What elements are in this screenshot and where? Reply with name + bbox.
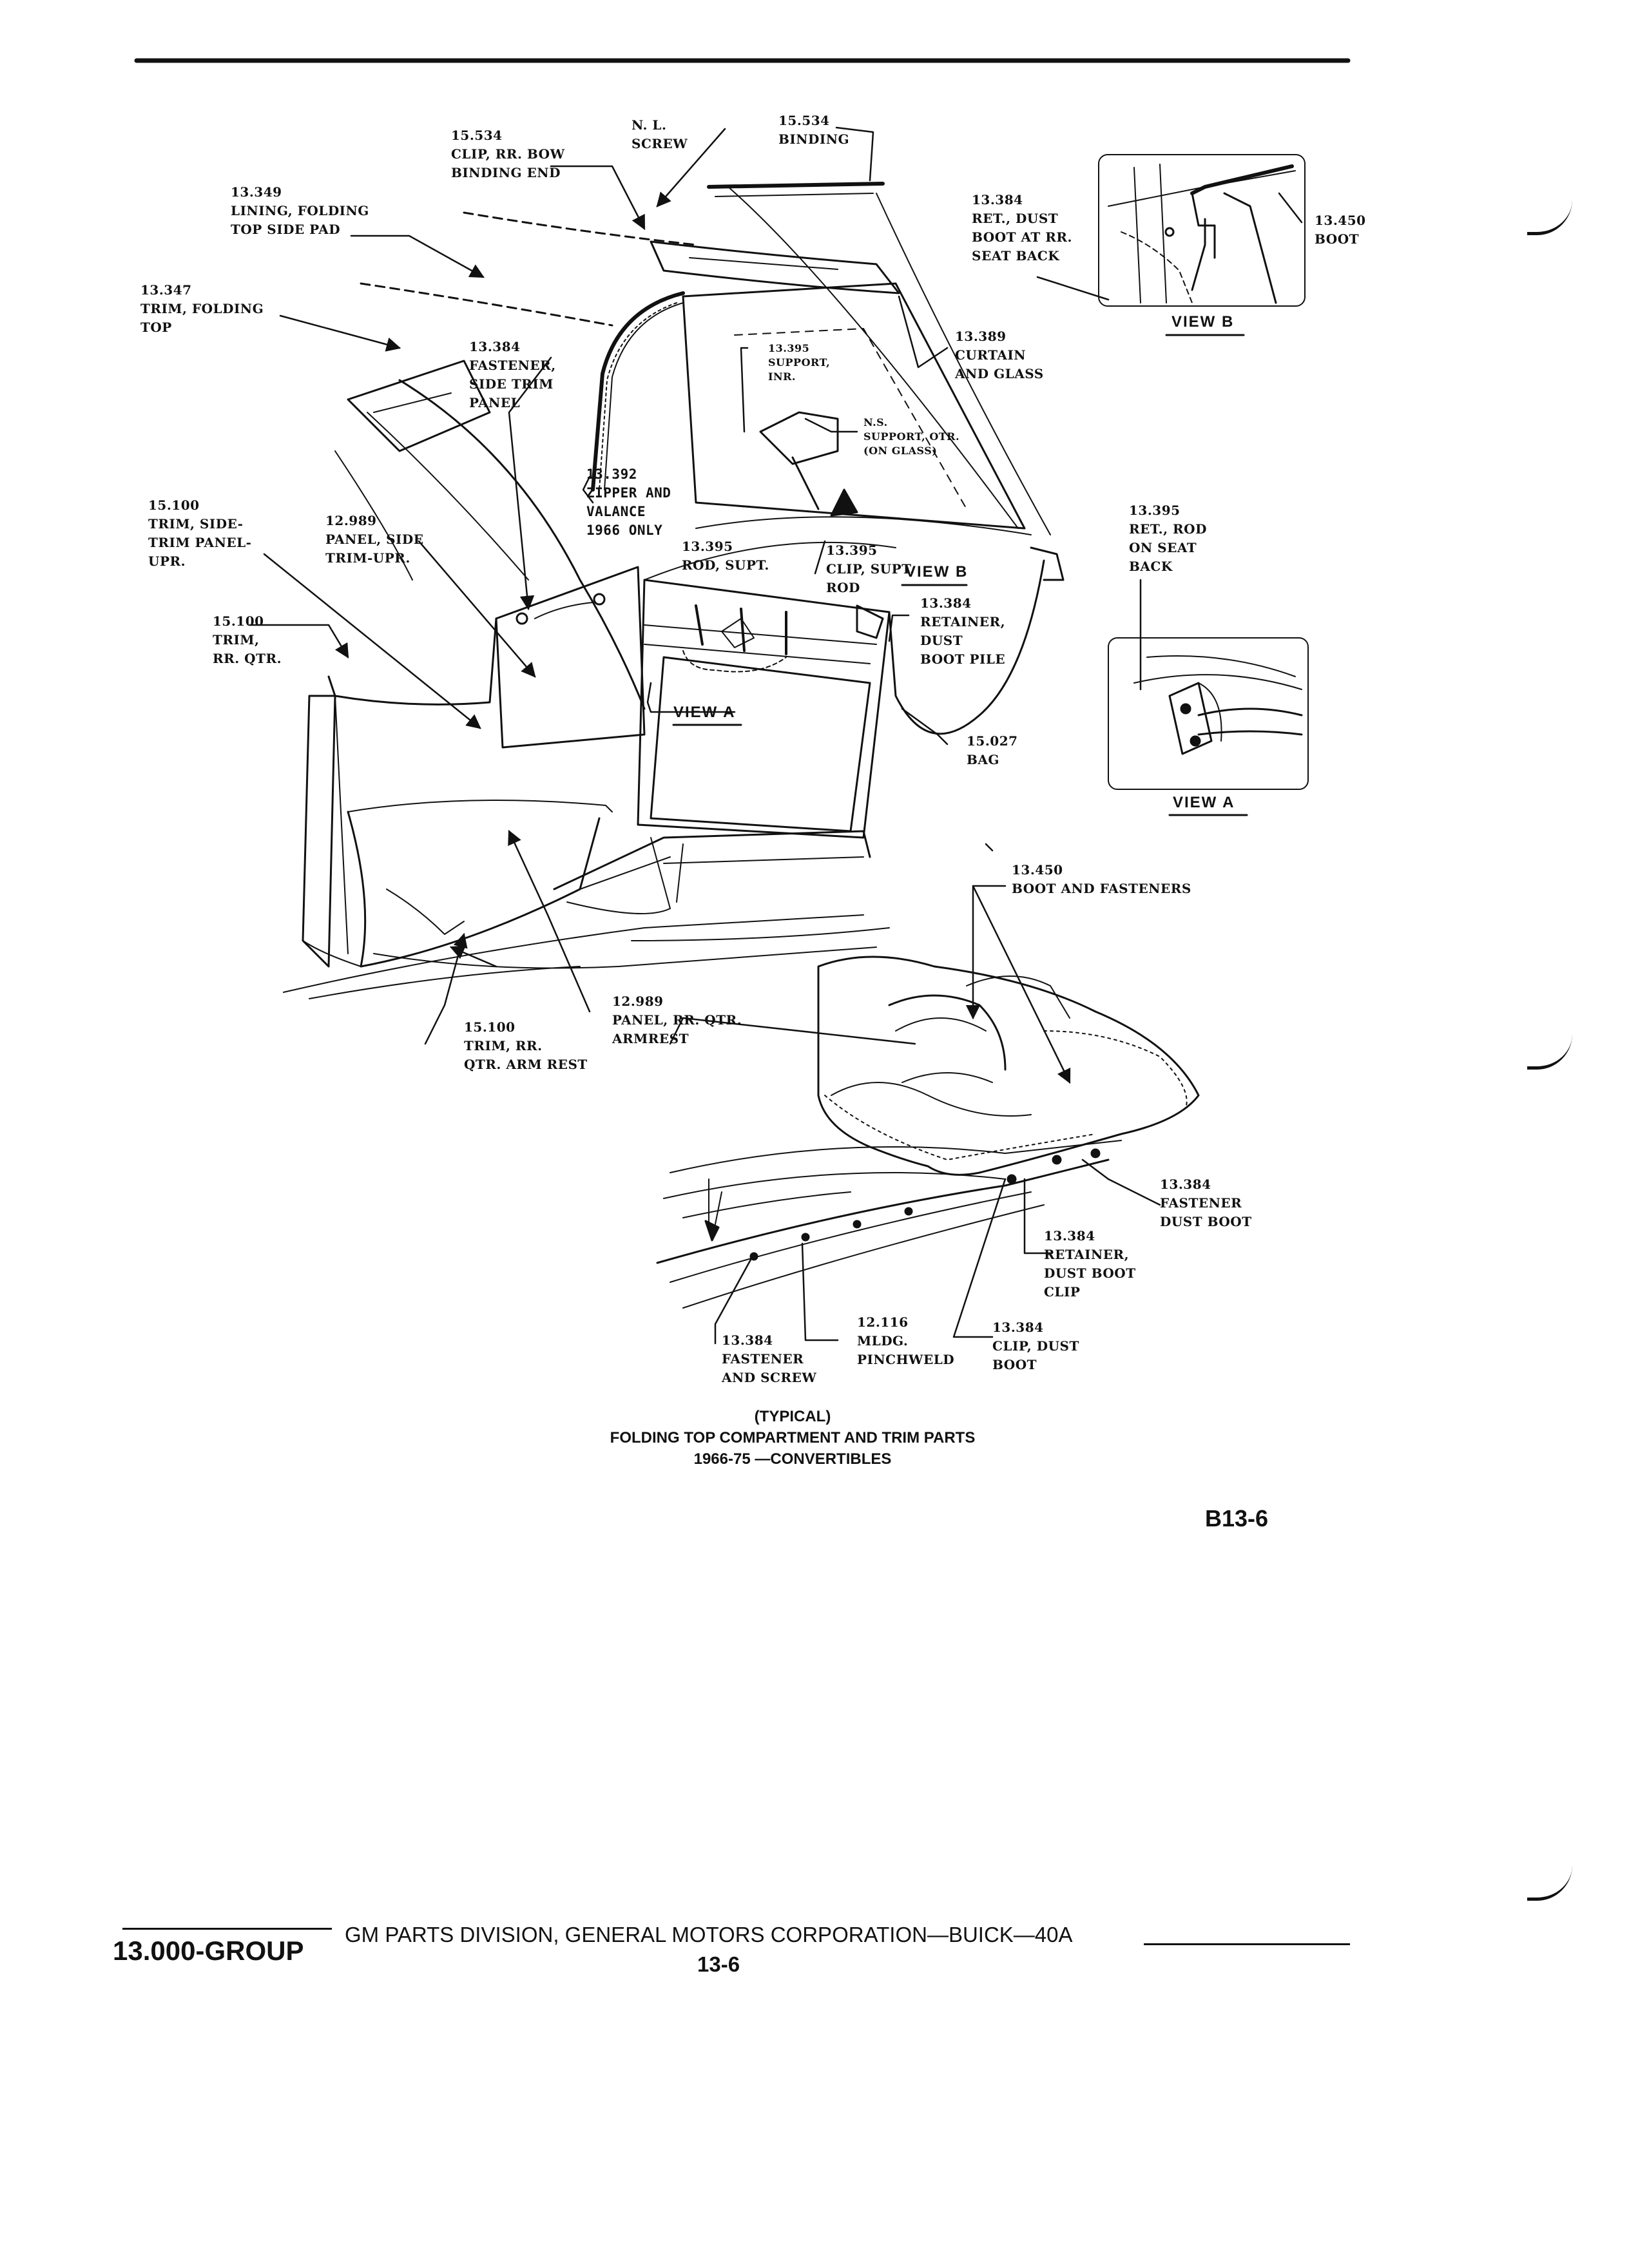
- label-boot-and-fasteners: 13.450 BOOT AND FASTENERS: [1012, 862, 1191, 896]
- top-compartment-drawing: [283, 182, 1065, 999]
- label-trim-rr-qtr-arm: 15.100 TRIM, RR. QTR. ARM REST: [464, 1019, 588, 1072]
- label-boot: 13.450 BOOT: [1315, 213, 1366, 247]
- caption-years: 1966-75 —CONVERTIBLES: [693, 1450, 892, 1468]
- footer-page-number: 13-6: [697, 1952, 740, 1976]
- label-fastener-dust-boot: 13.384 FASTENER DUST BOOT: [1160, 1177, 1252, 1229]
- footer-rule-right: [1144, 1943, 1350, 1945]
- view-b-callout: VIEW B: [905, 563, 969, 581]
- label-panel-side-trim: 12.989 PANEL, SIDE TRIM-UPR.: [325, 513, 424, 566]
- label-curtain-glass: 13.389 CURTAIN AND GLASS: [955, 329, 1044, 381]
- view-a-inset: [1108, 637, 1309, 790]
- label-retainer-dust-pile: 13.384 RETAINER, DUST BOOT PILE: [920, 595, 1006, 667]
- footer-rule-left: [122, 1928, 332, 1930]
- label-clip-dust-boot: 13.384 CLIP, DUST BOOT: [992, 1320, 1079, 1372]
- label-zipper-valance: 13.392 ZIPPER AND VALANCE 1966 ONLY: [586, 466, 671, 538]
- label-nl-screw: N. L. SCREW: [631, 117, 688, 151]
- caption-typical: (TYPICAL): [754, 1408, 831, 1425]
- label-trim-folding-top: 13.347 TRIM, FOLDING TOP: [140, 282, 264, 335]
- label-ret-dust-boot: 13.384 RET., DUST BOOT AT RR. SEAT BACK: [972, 192, 1072, 264]
- label-ret-rod-seat-back: 13.395 RET., ROD ON SEAT BACK: [1129, 503, 1207, 574]
- footer-group: 13.000-GROUP: [113, 1936, 304, 1966]
- view-a-label: VIEW A: [1173, 794, 1235, 811]
- leader-lines-view-a: [672, 579, 1248, 816]
- view-a-callout: VIEW A: [673, 704, 736, 721]
- label-fastener-side-trim: 13.384 FASTENER, SIDE TRIM PANEL: [469, 339, 556, 410]
- footer-division: GM PARTS DIVISION, GENERAL MOTORS CORPOR…: [345, 1923, 1073, 1946]
- caption-title: FOLDING TOP COMPARTMENT AND TRIM PARTS: [610, 1429, 976, 1446]
- label-clip-supt-rod: 13.395 CLIP, SUPT. ROD: [826, 543, 915, 595]
- figure-code: B13-6: [1205, 1505, 1269, 1532]
- label-retainer-dust-clip: 13.384 RETAINER, DUST BOOT CLIP: [1044, 1228, 1136, 1300]
- view-b-label: VIEW B: [1171, 313, 1235, 331]
- label-trim-side-panel: 15.100 TRIM, SIDE- TRIM PANEL- UPR.: [148, 497, 252, 569]
- leader-lines-main: [249, 126, 949, 1045]
- label-lining-folding-top: 13.349 LINING, FOLDING TOP SIDE PAD: [231, 184, 369, 237]
- label-fastener-and-screw: 13.384 FASTENER AND SCREW: [722, 1332, 817, 1385]
- label-trim-rr-qtr: 15.100 TRIM, RR. QTR.: [213, 613, 282, 666]
- boot-drawing: [656, 956, 1200, 1309]
- label-binding: 15.534 BINDING: [778, 113, 850, 147]
- label-panel-rr-qtr: 12.989 PANEL, RR. QTR. ARMREST: [612, 994, 742, 1046]
- leader-lines-boot: [714, 843, 1161, 1345]
- view-b-inset: [1098, 154, 1306, 307]
- label-support-inr: 13.395 SUPPORT, INR.: [768, 342, 831, 383]
- label-bag: 15.027 BAG: [967, 733, 1018, 767]
- label-rod-supt: 13.395 ROD, SUPT.: [682, 539, 769, 573]
- label-mldg-pinchweld: 12.116 MLDG. PINCHWELD: [857, 1314, 955, 1367]
- label-clip-rr-bow: 15.534 CLIP, RR. BOW BINDING END: [451, 128, 565, 180]
- leader-lines-view-b: [1036, 192, 1303, 336]
- label-support-otr: N.S. SUPPORT, OTR. (ON GLASS): [863, 416, 960, 457]
